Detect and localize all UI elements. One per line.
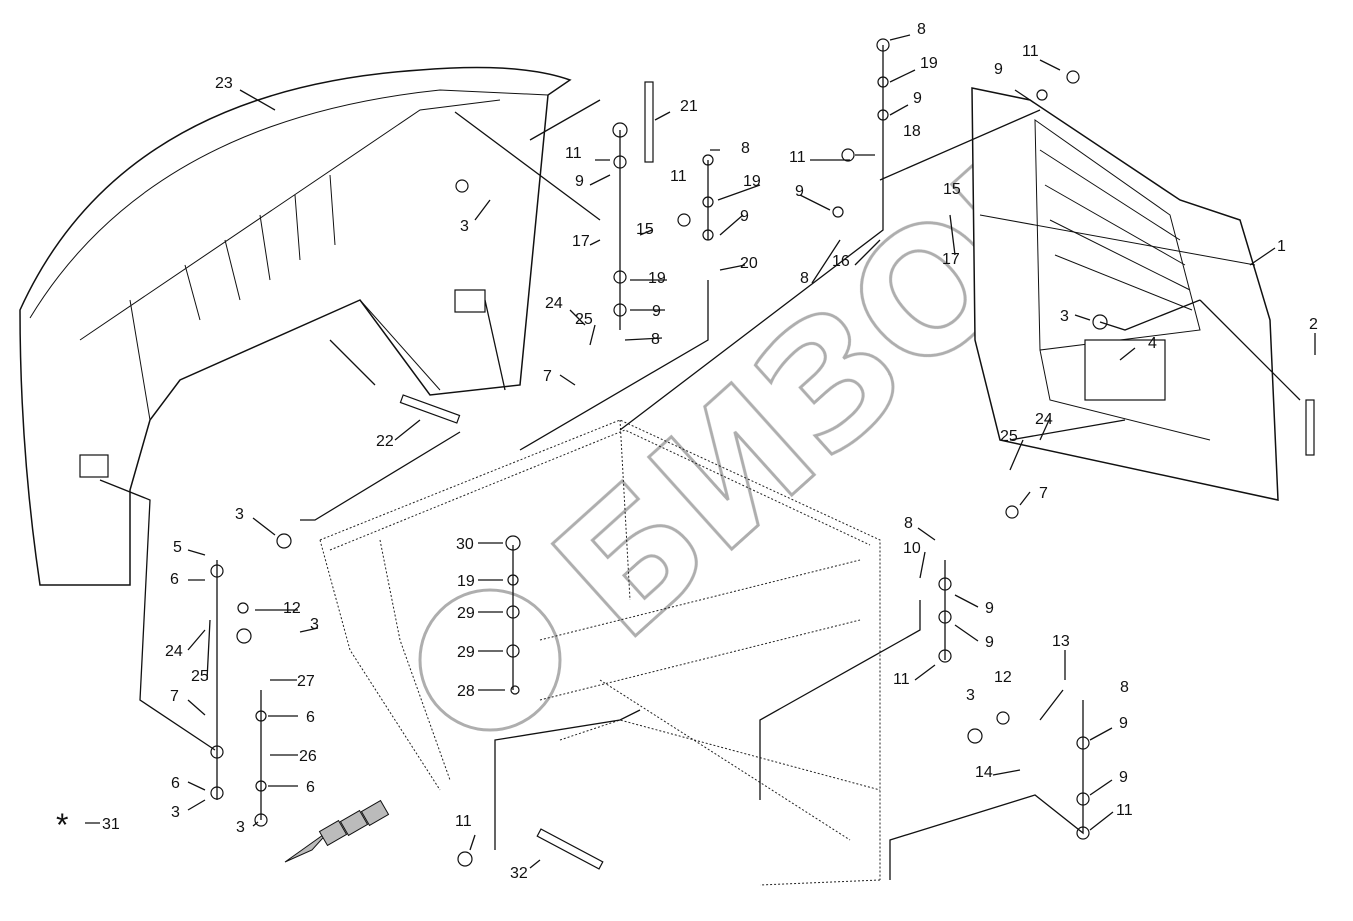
callout: 6 xyxy=(306,779,315,796)
callout: 3 xyxy=(460,218,469,235)
callout: 17 xyxy=(572,233,590,250)
callout: 25 xyxy=(1000,428,1018,445)
hood-panel xyxy=(19,66,572,586)
callout: 20 xyxy=(740,255,758,272)
callout-labels: 23 21 8 19 9 11 9 18 11 9 8 11 19 9 11 1… xyxy=(56,21,1318,882)
callout: 8 xyxy=(651,331,660,348)
callout: 26 xyxy=(299,748,317,765)
callout: 9 xyxy=(1119,715,1128,732)
callout: 7 xyxy=(170,688,179,705)
callout: 3 xyxy=(310,616,319,633)
callout: 5 xyxy=(173,539,182,556)
callout: 6 xyxy=(306,709,315,726)
callout: 11 xyxy=(893,671,910,688)
callout: 9 xyxy=(575,173,584,190)
callout: 3 xyxy=(235,506,244,523)
callout: 11 xyxy=(670,168,687,185)
callout: 9 xyxy=(994,61,1003,78)
callout: 11 xyxy=(565,145,582,162)
callout: 9 xyxy=(985,634,994,651)
callout: 15 xyxy=(636,221,654,238)
callout: 30 xyxy=(456,536,474,553)
callout: 8 xyxy=(741,140,750,157)
callout: 24 xyxy=(545,295,563,312)
callout: 3 xyxy=(966,687,975,704)
callout: 9 xyxy=(795,183,804,200)
callout: 32 xyxy=(510,865,528,882)
callout: 1 xyxy=(1277,238,1286,255)
callout: 29 xyxy=(457,605,475,622)
callout: 7 xyxy=(543,368,552,385)
callout: 23 xyxy=(215,75,233,92)
callout: 27 xyxy=(297,673,315,690)
callout: 6 xyxy=(171,775,180,792)
callout: 14 xyxy=(975,764,993,781)
callout: 8 xyxy=(904,515,913,532)
callout: 11 xyxy=(1116,802,1133,819)
callout: 24 xyxy=(1035,411,1053,428)
callout: 10 xyxy=(903,540,921,557)
asterisk-mark: * xyxy=(56,807,68,843)
callout: 25 xyxy=(191,668,209,685)
callout: 9 xyxy=(1119,769,1128,786)
callout: 7 xyxy=(1039,485,1048,502)
cab-frame xyxy=(319,419,881,886)
callout: 17 xyxy=(942,251,960,268)
callout: 9 xyxy=(740,208,749,225)
callout: 2 xyxy=(1309,316,1318,333)
callout: 29 xyxy=(457,644,475,661)
callout: 16 xyxy=(832,253,850,270)
callout: 19 xyxy=(648,270,666,287)
leader-lines xyxy=(85,34,1316,880)
callout: 28 xyxy=(457,683,475,700)
callout: 22 xyxy=(376,433,394,450)
callout: 6 xyxy=(170,571,179,588)
callout: 13 xyxy=(1052,633,1070,650)
callout: 9 xyxy=(985,600,994,617)
callout: 11 xyxy=(1022,43,1039,60)
callout: 25 xyxy=(575,311,593,328)
callout: 3 xyxy=(236,819,245,836)
callout: 4 xyxy=(1148,335,1157,352)
callout: 9 xyxy=(652,303,661,320)
callout: 19 xyxy=(743,173,761,190)
callout: 21 xyxy=(680,98,698,115)
callout: 8 xyxy=(800,270,809,287)
callout: 11 xyxy=(789,149,806,166)
direction-arrow xyxy=(284,799,390,863)
callout: 19 xyxy=(920,55,938,72)
callout: 9 xyxy=(913,90,922,107)
callout: 12 xyxy=(283,600,301,617)
callout: 11 xyxy=(455,813,472,830)
callout: 3 xyxy=(1060,308,1069,325)
callout: 8 xyxy=(917,21,926,38)
callout: 3 xyxy=(171,804,180,821)
callout: 12 xyxy=(994,669,1012,686)
callout: 31 xyxy=(102,816,120,833)
callout: 8 xyxy=(1120,679,1129,696)
callout: 15 xyxy=(943,181,961,198)
callout: 24 xyxy=(165,643,183,660)
grille-panel xyxy=(971,87,1279,501)
callout: 19 xyxy=(457,573,475,590)
callout: 18 xyxy=(903,123,921,140)
